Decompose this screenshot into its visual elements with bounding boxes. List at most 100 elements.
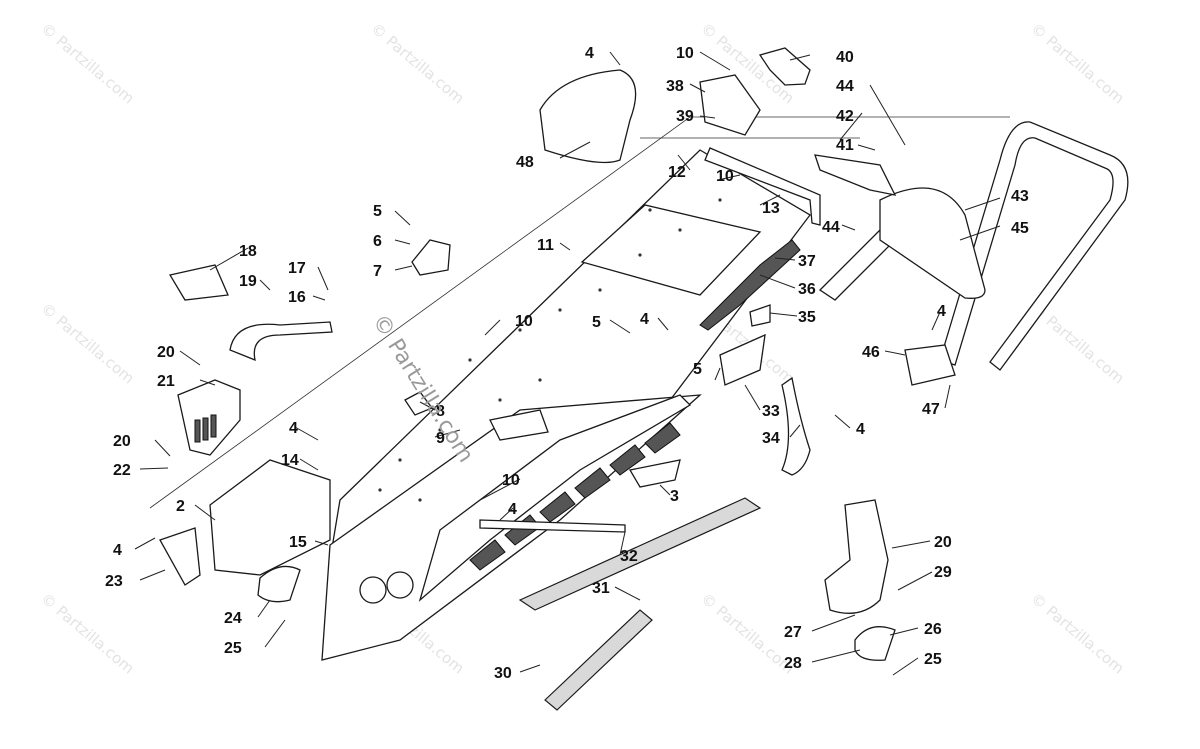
taillight-lens [758, 47, 811, 86]
callout-label: 10 [515, 313, 533, 330]
callout-label: 13 [762, 200, 780, 217]
side-bracket [159, 527, 201, 586]
snow-flap [879, 187, 986, 299]
tunnel-decal [699, 239, 801, 331]
callout-label: 38 [666, 78, 684, 95]
callout-label: 15 [289, 534, 307, 551]
bumper-side-panel [814, 154, 897, 196]
callout-label: 6 [373, 233, 382, 250]
callout-label: 14 [281, 452, 299, 469]
support-rod [518, 497, 762, 611]
callout-label: 20 [157, 344, 175, 361]
callout-label: 44 [822, 219, 840, 236]
watermark-text: © Partzilla.com [1027, 19, 1127, 107]
callout-label: 45 [1011, 220, 1029, 237]
seat-pad [539, 69, 637, 164]
callout-label: 29 [934, 564, 952, 581]
callout-label: 10 [716, 168, 734, 185]
handle-mount [489, 409, 549, 441]
tunnel-window-panel [580, 204, 762, 296]
watermark-text: © Partzilla.com [37, 589, 137, 677]
callout-label: 9 [436, 430, 445, 447]
callout-label: 37 [798, 253, 816, 270]
callout-label: 17 [288, 260, 306, 277]
tunnel-gusset [749, 304, 771, 327]
callout-label: 31 [592, 580, 610, 597]
support-bracket [229, 321, 333, 362]
callout-label: 4 [640, 311, 649, 328]
callout-label: 10 [676, 45, 694, 62]
foot-bracket-slots [194, 414, 217, 443]
callout-label: 11 [537, 237, 554, 254]
callout-labels: 4 10 40 38 44 39 42 41 48 12 10 43 13 44… [105, 45, 1029, 682]
callout-label: 8 [436, 403, 445, 420]
callout-label: 7 [373, 263, 382, 280]
callout-label: 10 [502, 472, 520, 489]
callout-label: 4 [937, 303, 946, 320]
callout-label: 4 [585, 45, 594, 62]
running-board-bracket [628, 459, 681, 488]
rear-bumper [818, 121, 1129, 371]
watermark-text: © Partzilla.com [37, 19, 137, 107]
callout-label: 23 [105, 573, 123, 590]
callout-label: 27 [784, 624, 802, 641]
callout-label: 40 [836, 49, 854, 66]
callout-label: 20 [113, 433, 131, 450]
callout-label: 36 [798, 281, 816, 298]
front-cross-member [209, 459, 331, 576]
callout-label: 25 [924, 651, 942, 668]
hitch-assembly [904, 344, 956, 386]
callout-label: 28 [784, 655, 802, 672]
callout-label: 39 [676, 108, 694, 125]
heel-guard [168, 264, 229, 301]
callout-label: 4 [113, 542, 122, 559]
callout-label: 42 [836, 108, 854, 125]
callout-label: 41 [836, 137, 854, 154]
tunnel-side-rail [418, 394, 692, 602]
callout-label: 5 [373, 203, 382, 220]
callout-label: 2 [176, 498, 185, 515]
slide-rail-bracket [719, 333, 766, 386]
wall-hole [359, 576, 387, 604]
deck-holes [378, 198, 722, 502]
foot-bracket [177, 379, 241, 456]
callout-label: 43 [1011, 188, 1029, 205]
callout-label: 44 [836, 78, 854, 95]
callout-label: 35 [798, 309, 816, 326]
callout-label: 4 [856, 421, 865, 438]
callout-label: 26 [924, 621, 942, 638]
watermark-text: © Partzilla.com [37, 299, 137, 387]
callout-label: 18 [239, 243, 257, 260]
construction-line [149, 116, 1010, 509]
callout-label: 4 [289, 420, 298, 437]
callout-label: 4 [508, 501, 517, 518]
watermark-text: © Partzilla.com [1027, 589, 1127, 677]
callout-label: 21 [157, 373, 175, 390]
callout-label: 3 [670, 488, 679, 505]
callout-label: 48 [516, 154, 534, 171]
callout-label: 46 [862, 344, 880, 361]
wall-hole [386, 571, 414, 599]
rear-bracket [704, 147, 821, 226]
taillight-housing [699, 74, 761, 136]
callout-label: 5 [693, 361, 702, 378]
callout-label: 16 [288, 289, 306, 306]
callout-label: 5 [592, 314, 601, 331]
watermark-text: © Partzilla.com [367, 19, 467, 107]
retainer-chain [781, 376, 811, 476]
cross-shaft [544, 609, 653, 711]
callout-label: 20 [934, 534, 952, 551]
callout-label: 25 [224, 640, 242, 657]
side-rail-cutouts [469, 422, 681, 571]
callout-label: 22 [113, 462, 131, 479]
ice-scratcher-foot [854, 626, 896, 661]
callout-label: 12 [668, 164, 686, 181]
callout-label: 24 [224, 610, 242, 627]
leader-lines [134, 51, 1001, 676]
rear-bumper-bar [939, 121, 1129, 371]
seat-mount [411, 239, 451, 276]
foot-rest [257, 565, 301, 603]
callout-label: 33 [762, 403, 780, 420]
watermark-text: © Partzilla.com [697, 589, 797, 677]
